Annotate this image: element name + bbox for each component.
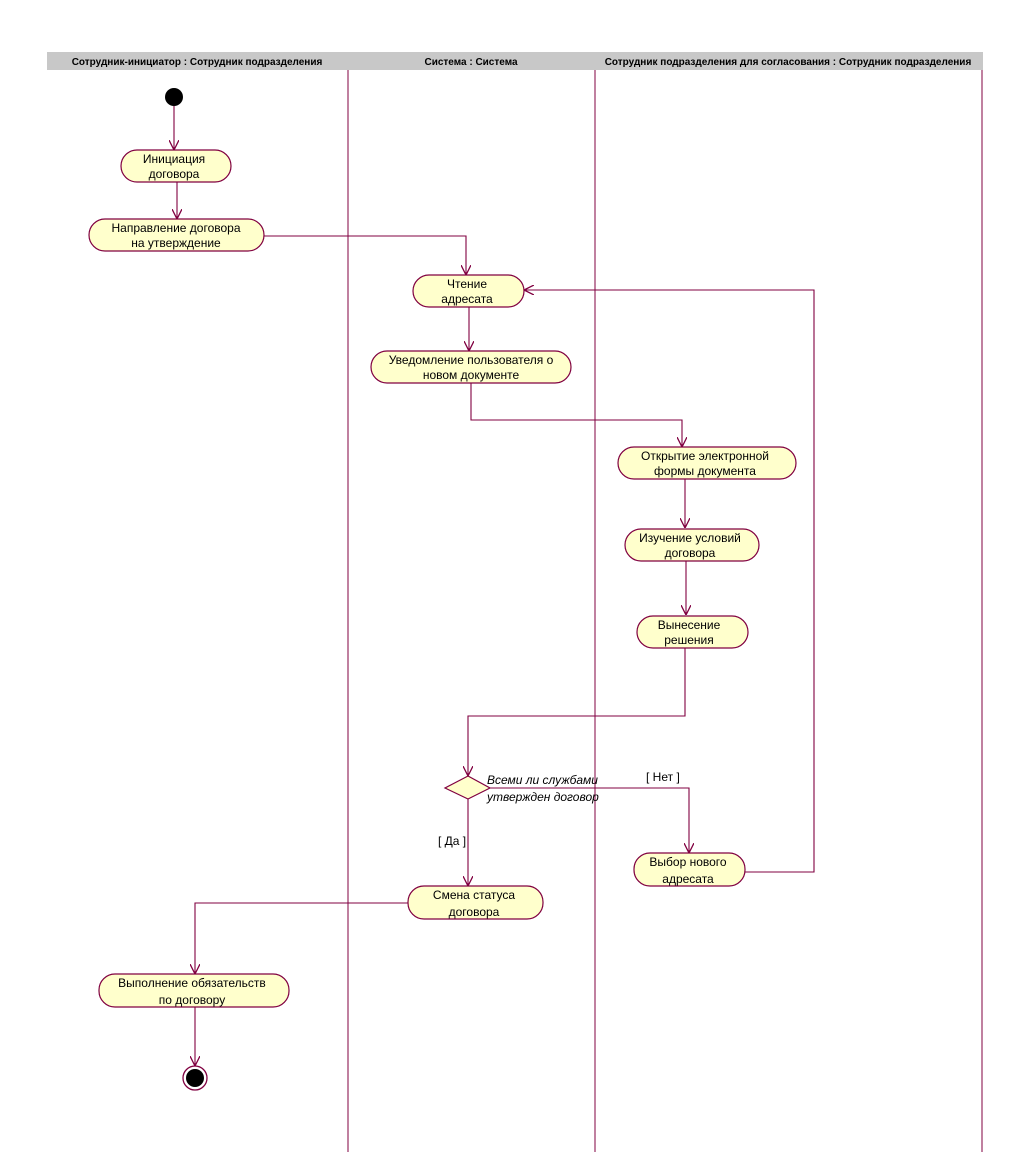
activity-change-status: Смена статуса договора bbox=[407, 885, 544, 920]
activity-send-line2: на утверждение bbox=[131, 236, 221, 250]
activity-choose-new-addressee: Выбор нового адресата bbox=[633, 852, 746, 887]
activity-fulfill-line2: по договору bbox=[159, 993, 225, 1007]
activity-decision-line1: Вынесение bbox=[658, 618, 721, 632]
flow-decision-no bbox=[490, 787, 689, 853]
activity-initiation: Инициация договора bbox=[120, 149, 232, 183]
guard-no: [ Нет ] bbox=[646, 770, 680, 784]
decision-diamond bbox=[443, 775, 492, 800]
activity-notify-user: Уведомление пользователя о новом докумен… bbox=[370, 350, 572, 384]
activity-study-terms: Изучение условий договора bbox=[624, 528, 760, 562]
activity-open-line1: Открытие электронной bbox=[641, 449, 769, 463]
activity-initiation-line2: договора bbox=[149, 167, 200, 181]
activity-read-line2: адресата bbox=[441, 292, 493, 306]
activity-study-line1: Изучение условий bbox=[639, 531, 741, 545]
initial-node bbox=[165, 88, 183, 106]
activity-fulfill-obligations: Выполнение обязательств по договору bbox=[98, 973, 290, 1008]
activity-open-line2: формы документа bbox=[654, 464, 756, 478]
lane-title-approver: Сотрудник подразделения для согласования… bbox=[605, 57, 972, 68]
activity-status-line1: Смена статуса bbox=[433, 888, 515, 902]
flow-status-to-fulfill bbox=[195, 902, 408, 974]
flow-decide-to-decision bbox=[468, 648, 686, 776]
activity-choose-line1: Выбор нового bbox=[649, 855, 727, 869]
activity-initiation-line1: Инициация bbox=[143, 152, 205, 166]
activity-send-for-approval: Направление договора на утверждение bbox=[88, 218, 265, 252]
swimlane-header-bar bbox=[47, 52, 983, 70]
activity-status-line2: договора bbox=[449, 905, 500, 919]
activity-notify-line2: новом документе bbox=[423, 368, 520, 382]
activity-make-decision: Вынесение решения bbox=[636, 615, 749, 649]
activity-decision-line2: решения bbox=[664, 633, 713, 647]
decision-question-line2: утвержден договор bbox=[486, 790, 599, 804]
flow-new-addressee-loop bbox=[524, 290, 815, 873]
guard-yes: [ Да ] bbox=[438, 834, 466, 848]
lane-title-system: Система : Система bbox=[424, 57, 517, 68]
activity-read-line1: Чтение bbox=[447, 277, 487, 291]
activity-fulfill-line1: Выполнение обязательств bbox=[118, 976, 266, 990]
activity-choose-line2: адресата bbox=[662, 872, 714, 886]
activity-open-form: Открытие электронной формы документа bbox=[617, 446, 797, 480]
flow-notify-to-open bbox=[470, 383, 682, 447]
activity-notify-line1: Уведомление пользователя о bbox=[389, 353, 554, 367]
flow-send-to-read bbox=[255, 235, 466, 275]
decision-question-line1: Всеми ли службами bbox=[487, 773, 598, 787]
activity-read-addressee: Чтение адресата bbox=[412, 274, 525, 308]
lane-title-initiator: Сотрудник-инициатор : Сотрудник подразде… bbox=[72, 57, 323, 68]
activity-send-line1: Направление договора bbox=[111, 221, 240, 235]
final-node bbox=[182, 1065, 208, 1091]
activity-study-line2: договора bbox=[665, 546, 716, 560]
